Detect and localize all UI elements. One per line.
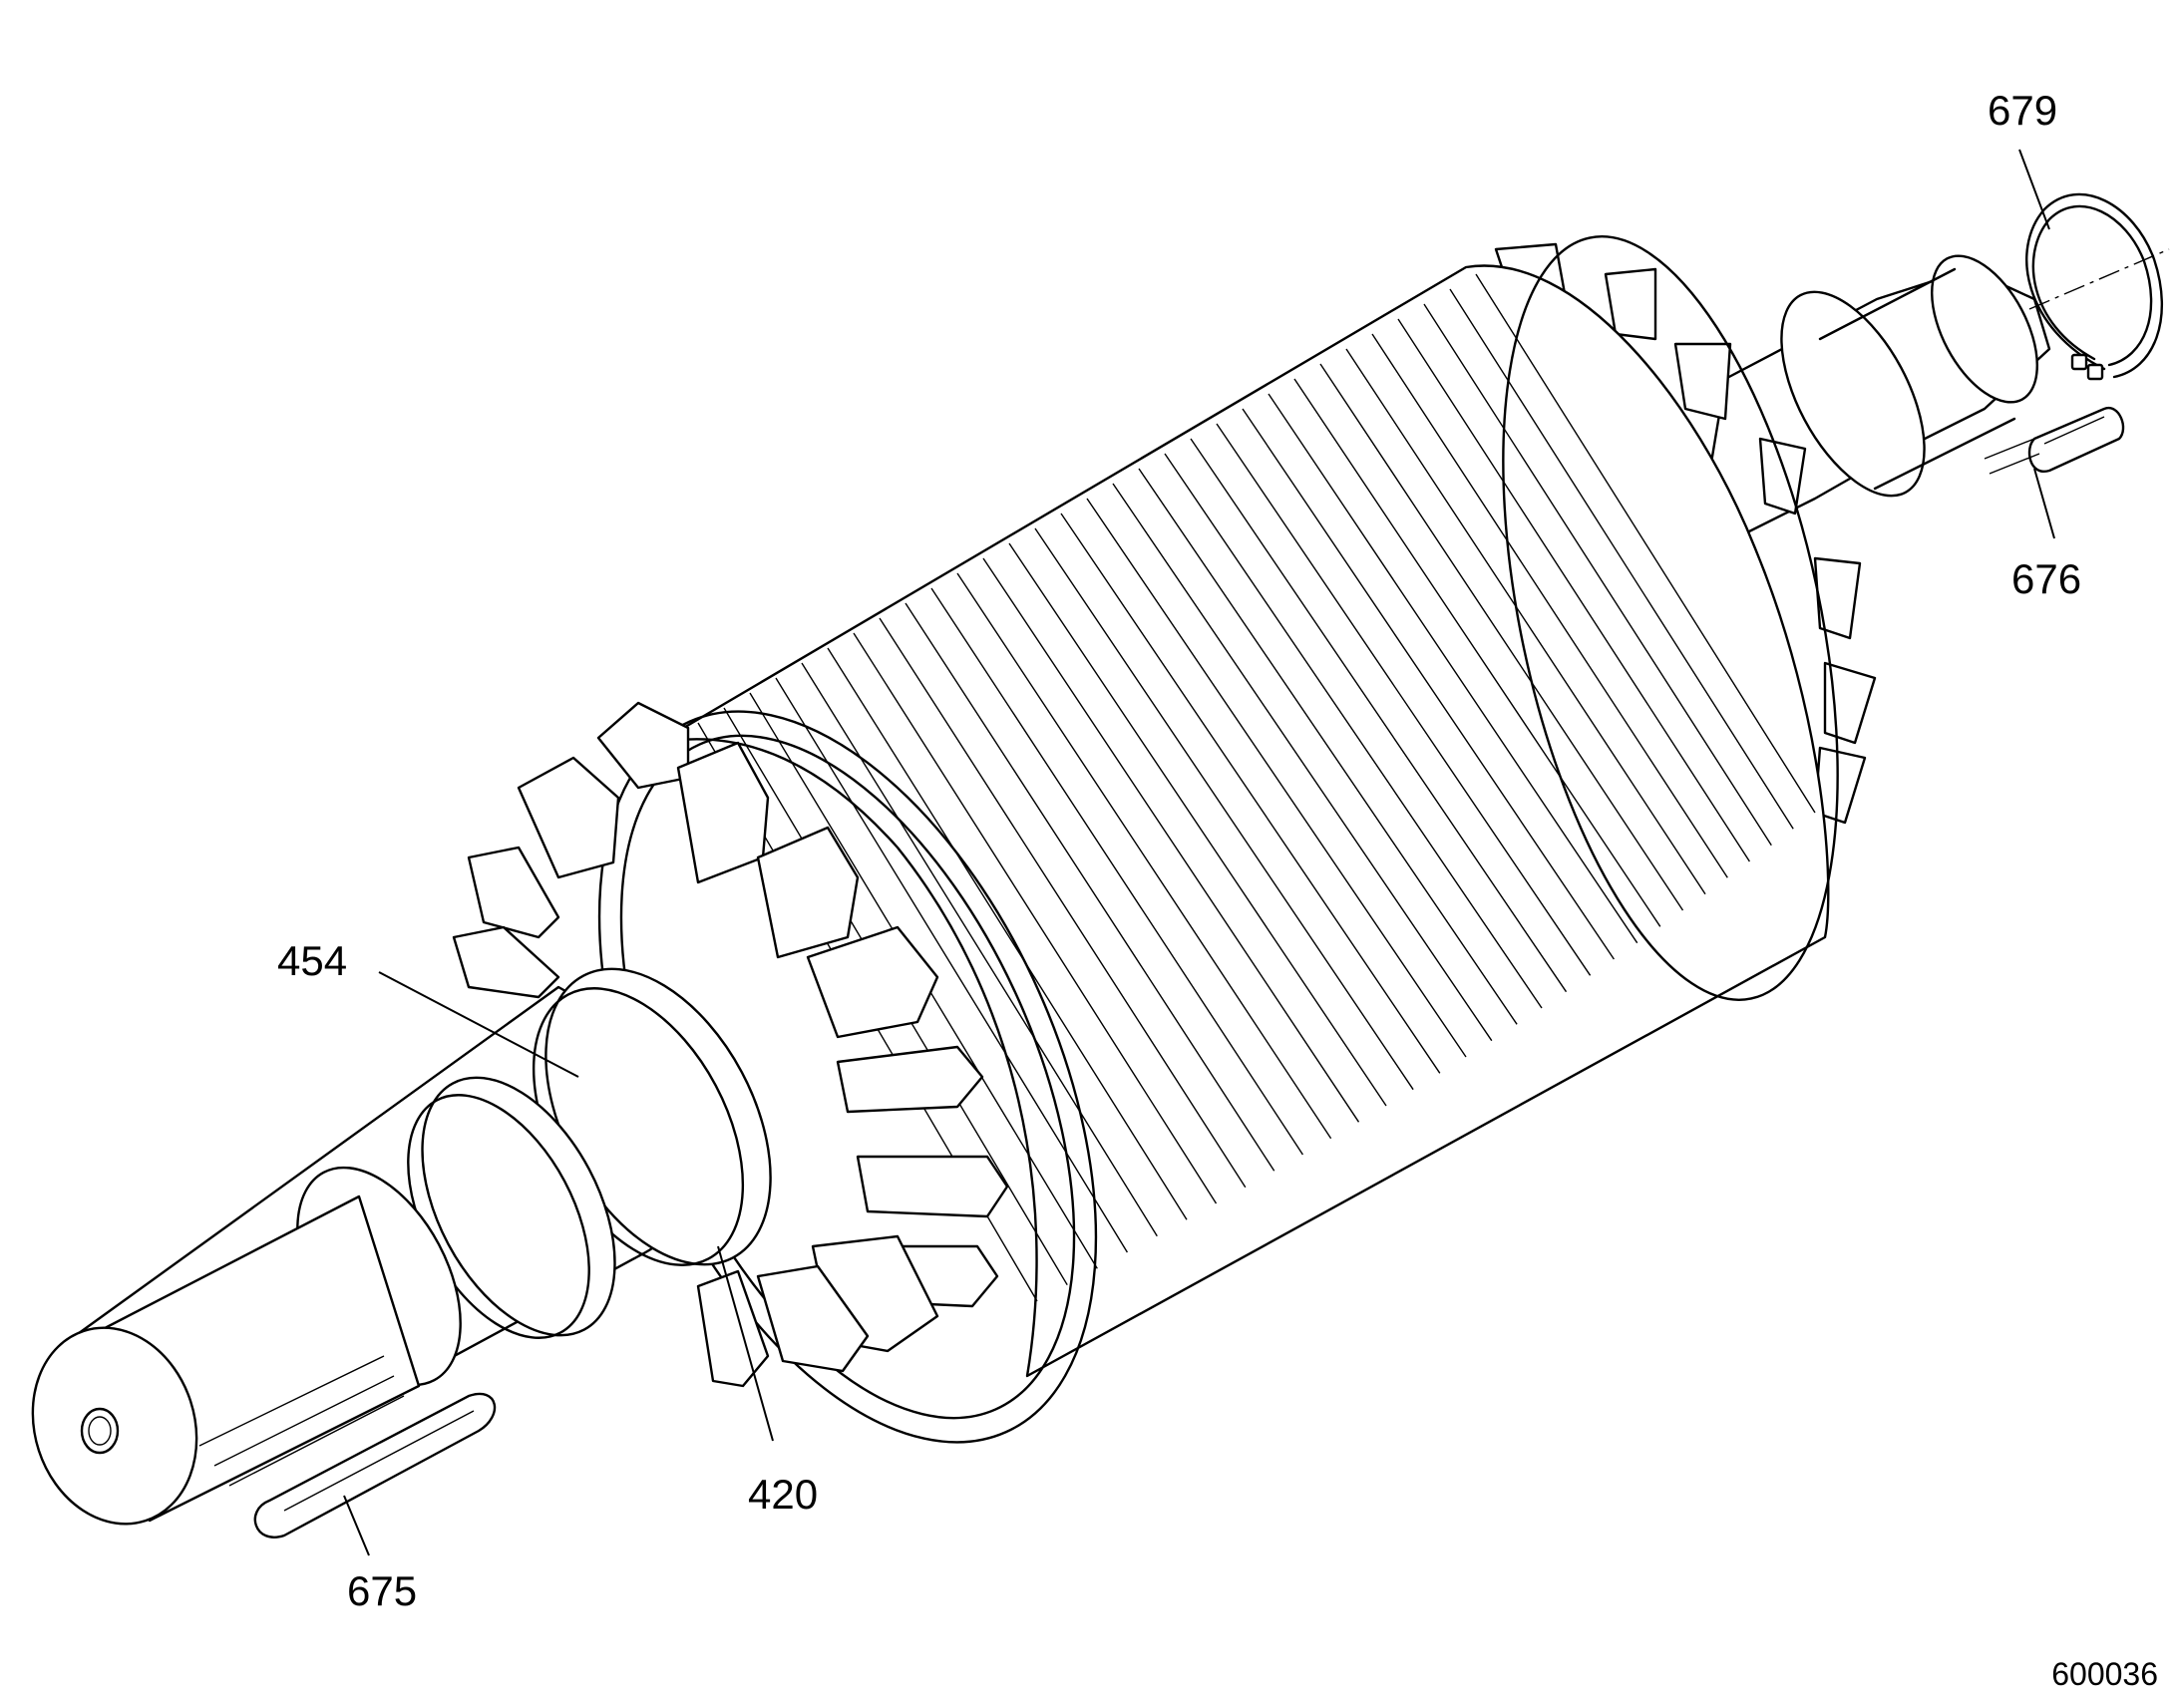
key-675 xyxy=(198,1355,497,1538)
callout-679: 679 xyxy=(1988,87,2057,134)
lamination-bar xyxy=(905,602,1275,1172)
lamination-bar xyxy=(879,617,1247,1189)
lamination-bar xyxy=(1397,318,1750,862)
lamination-bar xyxy=(982,557,1360,1123)
retaining-ring-679 xyxy=(2025,192,2163,381)
callout-676: 676 xyxy=(2011,555,2081,602)
lamination-bar xyxy=(1475,273,1816,814)
lamination-bar xyxy=(1293,378,1661,927)
lamination-bar xyxy=(1242,408,1615,960)
drawing-number: 600036 xyxy=(2051,1656,2158,1692)
lamination-bar xyxy=(1216,423,1592,976)
lamination-bar xyxy=(775,677,1128,1253)
lamination-bar xyxy=(1138,468,1518,1025)
lamination-bar xyxy=(827,647,1188,1220)
lamination-bar xyxy=(956,572,1332,1140)
key-676 xyxy=(1984,406,2125,475)
lamination-bar xyxy=(1164,453,1543,1009)
lamination-bar xyxy=(1008,542,1387,1107)
callout-420: 420 xyxy=(748,1471,818,1518)
front-fan xyxy=(452,701,1009,1388)
lamination-bar xyxy=(1034,527,1414,1091)
callout-675: 675 xyxy=(347,1567,417,1614)
lamination-bar xyxy=(1268,393,1638,944)
lamination-bar xyxy=(1060,512,1441,1074)
lamination-bar xyxy=(1449,288,1794,830)
lamination-bar xyxy=(1371,333,1728,878)
lamination-bar xyxy=(930,587,1303,1156)
lamination-bar xyxy=(1345,348,1706,895)
rear-fan xyxy=(1494,242,1877,825)
front-shaft xyxy=(31,967,772,1526)
lamination-bar xyxy=(853,632,1218,1204)
lamination-bar xyxy=(1423,303,1772,847)
lamination-bar xyxy=(1112,483,1493,1042)
callout-454: 454 xyxy=(277,937,347,984)
rear-shaft xyxy=(1693,248,2170,560)
lamination-bar xyxy=(1086,498,1467,1058)
lamination-bar xyxy=(1190,438,1568,993)
rotor-core xyxy=(597,235,1839,1444)
lamination-bar xyxy=(1319,363,1684,911)
leader-lines xyxy=(343,149,2055,1556)
